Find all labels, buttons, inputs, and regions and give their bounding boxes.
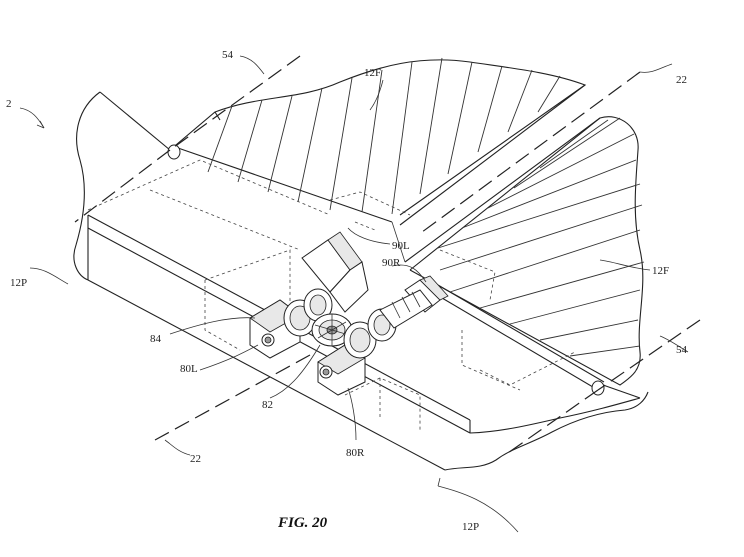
axes [74, 55, 701, 456]
reference-labels: 2 54 12F 22 90L 90R 12F 12P 84 54 80L 82… [6, 49, 688, 533]
lever-90L [301, 231, 369, 313]
label-fold-line-upper: 22 [676, 74, 687, 86]
leader-12F-right [599, 259, 651, 271]
label-assembly: 2 [6, 98, 12, 110]
label-flap-upper: 12F [364, 67, 381, 79]
leader-lines [19, 55, 689, 533]
label-lever-left: 90L [392, 240, 410, 252]
leader-80L [199, 344, 259, 371]
leader-22-upper [639, 63, 673, 73]
label-gear-left: 80L [180, 363, 198, 375]
leader-90L [347, 227, 391, 245]
leader-12P-bottom [437, 477, 519, 533]
leader-2 [19, 107, 45, 129]
leader-80R [347, 387, 357, 441]
leader-84 [169, 317, 256, 335]
label-lever-right: 90R [382, 257, 401, 269]
label-center-gear: 82 [262, 399, 273, 411]
label-housing: 84 [150, 333, 162, 345]
leader-54-upper [239, 55, 265, 75]
leader-90R [391, 264, 427, 283]
label-panel-bottom: 12P [462, 521, 479, 533]
leader-22-lower [164, 439, 191, 456]
center-strip [391, 84, 601, 263]
gear-80L-assembly [249, 288, 333, 359]
label-axis-upper: 54 [222, 49, 234, 61]
figure-caption: FIG. 20 [277, 515, 328, 531]
leader-12F-upper [369, 79, 384, 111]
label-fold-line-lower: 22 [190, 453, 201, 465]
label-gear-right: 80R [346, 447, 365, 459]
hidden-lines [87, 159, 576, 430]
leader-54-right [659, 335, 689, 353]
upper-flap [167, 57, 587, 223]
leader-82 [269, 344, 321, 399]
label-panel-left: 12P [10, 277, 27, 289]
mechanism [249, 231, 449, 396]
label-axis-right: 54 [676, 344, 688, 356]
right-flap [409, 116, 645, 396]
gear-80R-assembly [317, 289, 433, 396]
label-flap-right: 12F [652, 265, 669, 277]
leader-12P-left [29, 267, 69, 285]
